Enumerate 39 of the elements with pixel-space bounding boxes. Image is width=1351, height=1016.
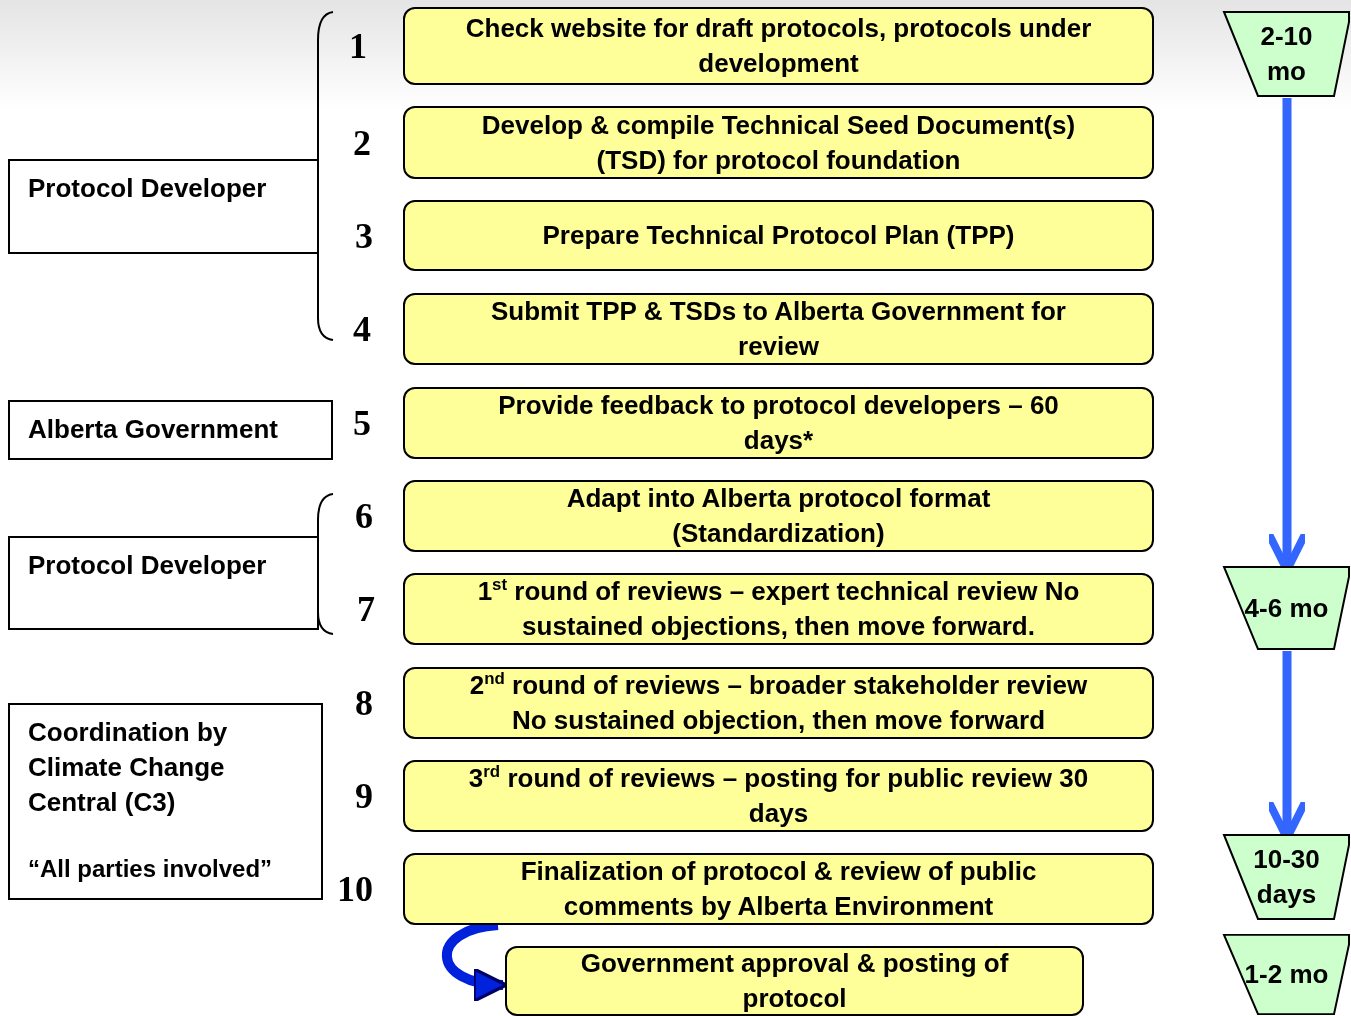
role-box xyxy=(8,159,319,254)
duration-label: 1-2 mo xyxy=(1244,958,1329,991)
step-number: 9 xyxy=(355,778,373,814)
step-number: 2 xyxy=(353,125,371,160)
step-number: 1 xyxy=(349,28,367,64)
duration-trapezoid xyxy=(1222,10,1351,98)
role-box xyxy=(8,703,323,900)
step-text: Check website for draft protocols, protocols under development xyxy=(464,12,1093,80)
duration-label: 10-30 days xyxy=(1252,843,1321,911)
role-label: Protocol Developer xyxy=(28,549,268,582)
step-number: 3 xyxy=(355,218,373,253)
step-text: 2$^{nd}$ round of reviews – broader stakeholder review No sustained objection, then move forward xyxy=(468,668,1089,737)
process-box xyxy=(505,946,1084,1016)
role-box xyxy=(8,400,333,460)
role-box xyxy=(8,536,319,630)
note-text: “All parties involved” xyxy=(28,854,273,884)
step-text: Provide feedback to protocol developers – 60 days* xyxy=(497,389,1060,457)
step-text: Adapt into Alberta protocol format (Standardization) xyxy=(565,482,992,550)
role-label: Coordination by Climate Change Central (C3) xyxy=(28,716,229,819)
step-text: Prepare Technical Protocol Plan (TPP) xyxy=(542,219,1015,252)
duration-trapezoid xyxy=(1222,565,1351,651)
step-text: Finalization of protocol & review of public comments by Alberta Environment xyxy=(519,855,1038,923)
step-number: 10 xyxy=(337,871,373,907)
step-number: 5 xyxy=(353,405,371,441)
step-number: 4 xyxy=(353,311,371,347)
step-text: 3$^{rd}$ round of reviews – posting for public review 30 days xyxy=(467,761,1090,830)
duration-label: 2-10 mo xyxy=(1259,20,1314,88)
duration-trapezoid xyxy=(1222,933,1351,1016)
role-label: Protocol Developer xyxy=(28,172,268,205)
duration-trapezoid xyxy=(1222,833,1351,921)
step-number: 6 xyxy=(355,498,373,534)
duration-label: 4-6 mo xyxy=(1244,591,1329,625)
step-text: Government approval & posting of protocol xyxy=(579,947,1010,1015)
step-text: Submit TPP & TSDs to Alberta Government for review xyxy=(490,295,1067,363)
step-text: Develop & compile Technical Seed Document(s) (TSD) for protocol foundation xyxy=(480,108,1077,177)
role-label: Alberta Government xyxy=(28,413,279,446)
step-number: 8 xyxy=(355,685,373,721)
step-text: 1$^{st}$ round of reviews – expert technical review No sustained objections, then move forward. xyxy=(476,574,1081,643)
step-number: 7 xyxy=(357,591,375,627)
